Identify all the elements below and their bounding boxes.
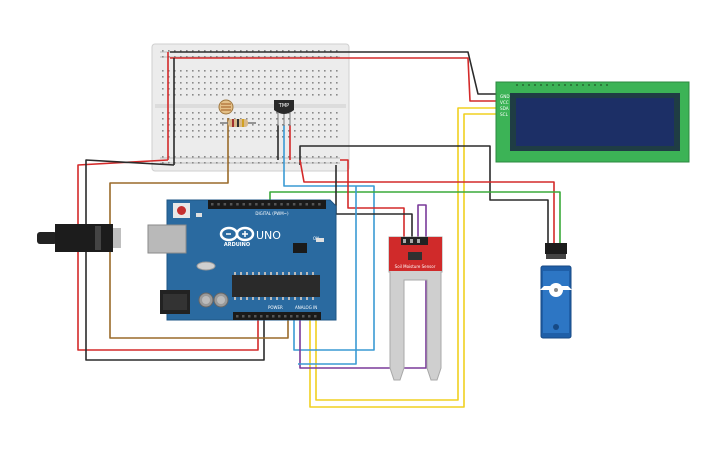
wire-yellow-sda[interactable] <box>315 107 498 401</box>
lcd-pin-scl: SCL <box>500 112 509 117</box>
power-header-label: POWER <box>268 305 283 310</box>
wire-black-servo[interactable] <box>299 145 549 243</box>
lcd-pin-gnd: GND <box>500 94 510 99</box>
wire-red-lcd-vcc[interactable] <box>170 57 498 102</box>
lcd-pin-sda: SDA <box>500 106 509 111</box>
lcd-pin-vcc: VCC <box>500 100 509 105</box>
digital-header-label: DIGITAL (PWM~) <box>255 211 289 216</box>
wire-black-lcd-gnd[interactable] <box>170 51 498 95</box>
wire-yellow-scl[interactable] <box>309 113 498 408</box>
lcd-pin-holes <box>516 84 608 86</box>
tmp-label: TMP <box>278 103 289 109</box>
soil-moisture-sensor[interactable]: Soil Moisture Sensor <box>388 236 443 381</box>
wire-red-5v[interactable] <box>77 159 259 351</box>
wire-black-gnd[interactable] <box>85 159 265 361</box>
soil-sensor-label: Soil Moisture Sensor <box>395 264 436 269</box>
reset-button[interactable] <box>177 206 186 215</box>
breadboard[interactable] <box>151 43 350 172</box>
usb-cable[interactable] <box>55 224 113 252</box>
servo-motor[interactable] <box>540 243 572 339</box>
wire-red-soil[interactable] <box>340 159 405 237</box>
arduino-logo-text: ARDUINO <box>224 242 250 248</box>
wire-blue-tmp[interactable] <box>283 125 375 351</box>
arduino-model: UNO <box>256 229 281 242</box>
arduino-logo <box>219 226 255 242</box>
resistor[interactable] <box>220 119 256 127</box>
photoresistor[interactable] <box>218 99 234 115</box>
wire-brown-ldr[interactable] <box>109 118 289 339</box>
analog-header-label: ANALOG IN <box>295 305 317 310</box>
wire-black-soil[interactable] <box>335 165 413 237</box>
wires <box>77 51 561 408</box>
wire-blue-soil2[interactable] <box>298 186 357 365</box>
arduino-uno[interactable]: ARDUINO UNO DIGITAL (PWM~) POWER ANALOG … <box>37 199 337 321</box>
wire-red-servo[interactable] <box>299 159 555 243</box>
atmega-chip <box>232 275 320 297</box>
temperature-sensor[interactable]: TMP <box>274 100 294 126</box>
lcd-display[interactable]: GND VCC SDA SCL <box>495 81 690 163</box>
wire-purple-soil[interactable] <box>299 204 427 369</box>
